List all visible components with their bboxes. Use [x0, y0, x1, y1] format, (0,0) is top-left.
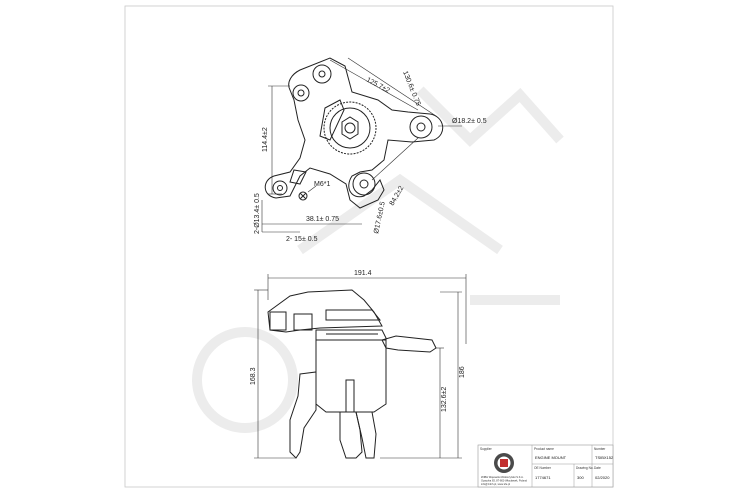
oe-number: 1774671: [535, 475, 551, 480]
dim-191-4: 191.4: [354, 270, 372, 277]
mount-cylinder: [315, 329, 387, 413]
side-view-dimensions: [254, 274, 467, 459]
dim-132-6: 132.6±2: [441, 387, 448, 412]
upper-hole: [312, 64, 332, 84]
product-name-label: Product name: [534, 447, 554, 451]
dim-168-3: 168.3: [250, 367, 257, 385]
dim-130-6: 130.6± 0.75: [401, 70, 421, 107]
top-view-dimensions: [261, 57, 462, 233]
supplier-label: Supplier: [480, 447, 493, 451]
m6-stud: [298, 191, 308, 201]
number-label: Number: [594, 447, 606, 451]
watermark-logo: [192, 86, 564, 433]
dim-125-7: 125.7±2: [365, 77, 391, 95]
lower-hole: [352, 172, 376, 196]
date-value: 02/2020: [595, 475, 610, 480]
date-label: Date: [594, 466, 601, 470]
company-web: info@znbh.pl, www.sfe.pl: [481, 482, 510, 486]
dim-38-1: 38.1± 0.75: [306, 216, 339, 223]
dim-dia-18-2: Ø18.2± 0.5: [452, 118, 487, 125]
oe-label: OE Number: [534, 466, 552, 470]
top-view: [264, 57, 444, 209]
number-value: TSIBX152: [595, 455, 614, 460]
sheet-border: [124, 5, 614, 488]
side-view: [267, 289, 437, 459]
drawing-no-label: Drawing No.: [576, 466, 594, 470]
company-name: ZNBH Wąsowski Wołoszyński S.K.A.: [481, 475, 524, 479]
company-address: Opaczka 83, 87-800 Włocławek, Poland: [481, 479, 528, 483]
bracket-outline: [264, 57, 444, 209]
dim-m6: M6*1: [314, 181, 330, 188]
side-bracket: [267, 289, 383, 333]
dim-dia-17-6: Ø17.6±0.5: [373, 201, 387, 234]
drawing-no: 300: [577, 475, 584, 480]
center-nut: [341, 116, 359, 140]
product-name: ENGINE MOUNT: [535, 455, 567, 460]
left-hole: [292, 84, 310, 102]
right-hole: [409, 115, 433, 139]
lower-bracket: [289, 371, 317, 459]
right-flange: [381, 335, 437, 353]
title-block: Supplier ZNBH Wąsowski Wołoszyński S.K.A…: [477, 444, 614, 488]
dim-114-4: 114.4±2: [262, 127, 269, 152]
dim-2-dia-13-4: 2-Ø13.4± 0.5: [254, 193, 261, 234]
company-logo: [494, 453, 514, 473]
foot-hole: [272, 180, 288, 196]
dim-2-15: 2- 15± 0.5: [286, 236, 318, 243]
dim-186: 186: [459, 366, 466, 378]
center-ring: [323, 101, 377, 155]
